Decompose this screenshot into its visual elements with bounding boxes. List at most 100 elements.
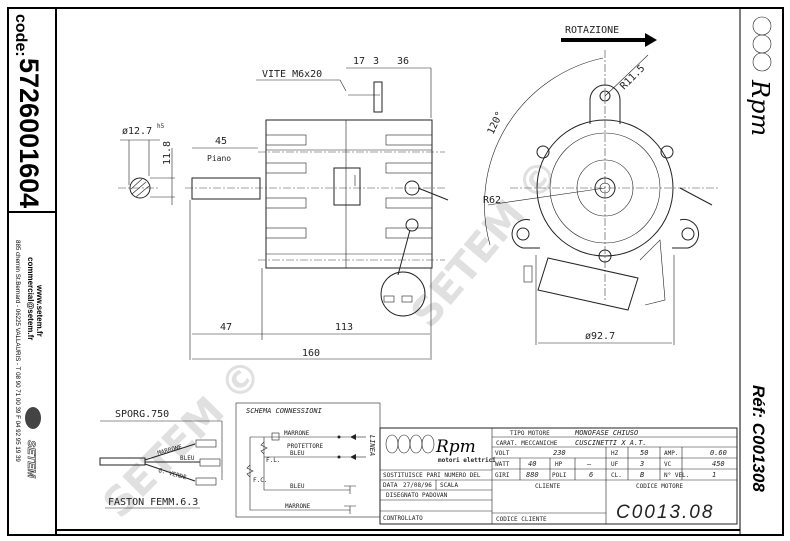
reference-number: Réf: C001308: [749, 385, 768, 492]
checked-label: CONTROLLATO: [383, 515, 423, 522]
dim-3: 3: [373, 56, 379, 67]
replaces-label: SOSTITUISCE PARI NUMERO DEL: [383, 472, 481, 479]
address: 885 chemin St.Bernard - 06225 VALLAURIS …: [14, 240, 21, 462]
rpm-brand: Rpm: [746, 79, 774, 136]
code-label: code:: [12, 14, 29, 57]
rotation-arrow-icon: [561, 33, 657, 47]
flat-dimension: 11.8: [162, 141, 173, 165]
rpm-logo-coils-icon: [385, 434, 435, 454]
start-winding-icon: [246, 464, 254, 478]
class-label: CL.: [611, 472, 622, 479]
connector-detail-circle: [380, 271, 426, 317]
faston-connector: [195, 477, 217, 486]
dim-160: 160: [302, 348, 320, 359]
title-logo-sub: motori elettrici: [438, 457, 496, 464]
angle-arc: [484, 57, 604, 246]
poles-value: 6: [589, 471, 593, 479]
class-value: B: [640, 471, 644, 479]
hz-value: 50: [640, 449, 648, 457]
dim-113: 113: [335, 322, 353, 333]
amp-value: 0.60: [710, 449, 727, 457]
speeds-label: N° VEL.: [664, 472, 689, 479]
capacitor: [523, 239, 666, 311]
wiring-schema: SCHEMA CONNESSIONI MARRONE PROTETTORE BL…: [235, 402, 381, 518]
dim-36: 36: [397, 56, 409, 67]
setem-logo: SETEM: [25, 407, 41, 479]
title-logo-brand: Rpm: [435, 437, 476, 457]
website[interactable]: www.setem.fr: [35, 284, 44, 337]
schema-title: SCHEMA CONNESSIONI: [246, 407, 323, 415]
scale-label: SCALA: [440, 482, 458, 489]
motor-body: [265, 119, 433, 269]
shaft-length-45: 45: [215, 136, 227, 147]
schema-marrone: MARRONE: [284, 430, 310, 437]
schema-fc: F.C.: [253, 477, 267, 484]
vc-value: 450: [712, 460, 725, 468]
side-view: ø12.7 h5 11.8 45 Piano: [118, 56, 449, 360]
hp-value: —: [586, 460, 592, 468]
schema-protettore: PROTETTORE: [287, 443, 324, 450]
drawn-by: PADOVAN: [422, 492, 448, 499]
run-winding-icon: [260, 441, 268, 455]
protector-icon: [271, 432, 280, 441]
faston-connector: [199, 458, 221, 467]
wire-bleu: BLEU: [180, 455, 195, 462]
title-block: Rpm motori elettrici SOSTITUISCE PARI NU…: [379, 427, 738, 525]
poles-label: POLI: [552, 472, 567, 479]
right-strip: Rpm Réf: C001308: [746, 16, 774, 492]
schema-box: [235, 402, 381, 518]
label-plate: [333, 167, 361, 206]
shaft: [191, 177, 261, 200]
faston-connector: [195, 439, 217, 448]
screw-spec: VITE M6x20: [262, 69, 322, 80]
volt-label: VOLT: [495, 450, 510, 457]
flat-label: Piano: [207, 154, 231, 163]
setem-logo-icon: [25, 407, 41, 429]
setem-brand: SETEM: [25, 440, 37, 479]
client-code-label: CODICE CLIENTE: [496, 516, 547, 523]
shaft-tolerance: h5: [157, 123, 165, 130]
capacitor-gland: [405, 218, 419, 232]
radius-11-5: R11.5: [618, 63, 647, 92]
left-strip: code: 5726001604 www.setem.fr commercial…: [12, 14, 44, 479]
vc-label: VC: [664, 461, 672, 468]
hz-label: HZ: [611, 450, 619, 457]
hp-label: HP: [555, 461, 563, 468]
connector-type: FASTON FEMM.6.3: [108, 497, 198, 508]
diameter-92-7: ø92.7: [585, 331, 615, 342]
motor-code: C0013.08: [616, 502, 714, 523]
drawn-label: DISEGNATO: [386, 492, 419, 499]
schema-bleu-2: BLEU: [290, 483, 305, 490]
mech-value: CUSCINETTI X A.T.: [575, 439, 647, 447]
motor-code-label: CODICE MOTORE: [636, 483, 683, 490]
client-label: CLIENTE: [535, 483, 561, 490]
uf-value: 3: [639, 460, 644, 468]
schema-fl: F.L.: [266, 457, 280, 464]
mech-label: CARAT. MECCANICHE: [496, 440, 558, 447]
rpm-label: GIRI: [495, 472, 510, 479]
motor-type: MONOFASE CHIUSO: [574, 429, 638, 437]
rotation-label: ROTAZIONE: [565, 25, 619, 36]
rpm-value: 880: [526, 471, 539, 479]
email[interactable]: commercial@setem.fr: [26, 257, 35, 340]
watt-label: WATT: [495, 461, 510, 468]
uf-label: UF: [611, 461, 619, 468]
product-code: 5726001604: [14, 58, 44, 208]
shaft-diameter: ø12.7: [122, 126, 152, 137]
radius-62: R62: [483, 195, 501, 206]
mounting-screw: [373, 81, 383, 113]
speeds-value: 1: [712, 471, 716, 479]
motor-type-label: TIPO MOTORE: [510, 430, 550, 437]
schema-marrone-2: MARRONE: [285, 503, 311, 510]
schema-bleu: BLEU: [290, 450, 305, 457]
line-terminal-icon: [350, 434, 356, 460]
capacitor-icon: [344, 485, 356, 514]
date-value: 27/08/96: [403, 482, 432, 489]
amp-label: AMP.: [664, 450, 678, 457]
watt-value: 40: [528, 460, 536, 468]
watermark: SETEM ©: [402, 150, 569, 336]
rpm-logo-coils-icon: [752, 16, 772, 72]
volt-value: 230: [553, 449, 566, 457]
dim-47: 47: [220, 322, 232, 333]
